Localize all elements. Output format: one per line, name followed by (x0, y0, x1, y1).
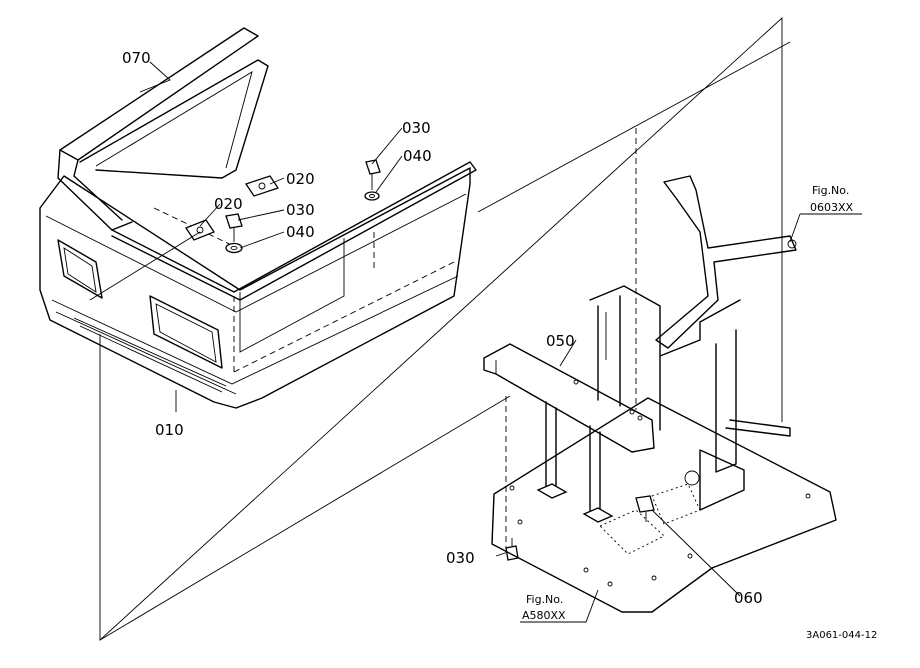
fig-ref-2-label: Fig.No. (526, 593, 563, 606)
bolt-030-right (365, 159, 381, 190)
washer-040-right (364, 191, 380, 201)
callout-070: 070 (122, 49, 151, 67)
bracket-020-upper (244, 175, 280, 197)
drawing-code: 3A061-044-12 (806, 630, 877, 641)
fig-ref-1-value: 0603XX (810, 201, 854, 214)
guide-lines (89, 16, 791, 642)
fig-ref-2-value: A580XX (522, 609, 566, 622)
callout-030-upper: 030 (402, 119, 431, 137)
callout-020-lower: 020 (214, 195, 243, 213)
fig-ref-1-label: Fig.No. (812, 184, 849, 197)
bolt-030-left (225, 213, 243, 242)
callout-040-lower: 040 (286, 223, 315, 241)
washer-040-left (225, 242, 243, 254)
callout-010: 010 (155, 421, 184, 439)
callout-040-upper: 040 (403, 147, 432, 165)
leader-lines (139, 61, 862, 623)
callout-030-lower: 030 (446, 549, 475, 567)
front-cover-panel (39, 59, 471, 409)
support-stay (483, 343, 655, 523)
bolt-060 (635, 495, 655, 522)
callout-060: 060 (734, 589, 763, 607)
hidden-edges (153, 207, 455, 373)
bracket-020-lower (185, 219, 215, 241)
support-frame (589, 285, 791, 511)
hood-seal-strip (57, 27, 477, 301)
callout-030-middle: 030 (286, 201, 315, 219)
lever-arm (655, 175, 797, 349)
base-plate (491, 397, 837, 613)
callout-020-upper: 020 (286, 170, 315, 188)
callout-050: 050 (546, 332, 575, 350)
